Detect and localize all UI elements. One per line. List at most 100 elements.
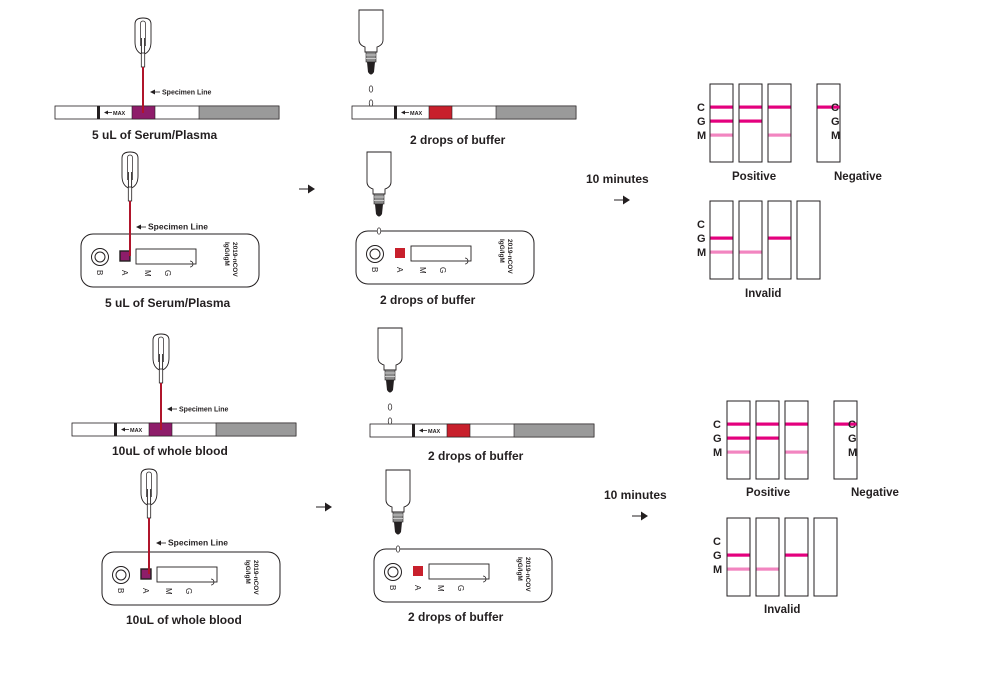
m-line: [768, 133, 791, 137]
dropper-bottle-icon: [366, 151, 392, 217]
g-line: [727, 436, 750, 440]
test-strip-sample: MAX: [71, 422, 297, 437]
buffer-drop: [387, 417, 393, 425]
brand-sub-label: IgG/IgM: [223, 242, 230, 266]
arrow-icon: [315, 502, 333, 512]
buffer-drop: [395, 545, 401, 553]
brand-sub-label: IgG/IgM: [516, 557, 523, 581]
specimen-line-label: Specimen Line: [148, 222, 208, 232]
max-line-marker: [97, 106, 100, 119]
negative-label: Negative: [851, 487, 899, 499]
positive-result-strip: [755, 400, 780, 480]
result-window: [135, 248, 197, 265]
strip-sample-caption: 10uL of whole blood: [112, 444, 228, 458]
result-strip-body: [813, 517, 838, 597]
c-line: [739, 105, 762, 109]
specimen-line-label: Specimen Line: [168, 538, 228, 548]
strip-sample-caption: 5 uL of Serum/Plasma: [92, 128, 218, 142]
sample-well-a: [140, 568, 152, 580]
mark-m-label: M: [418, 267, 427, 274]
positive-label: Positive: [746, 487, 791, 499]
test-strip-buffer: MAX: [351, 105, 577, 120]
g-line: [768, 236, 791, 240]
max-line-marker: [394, 106, 397, 119]
positive-label: Positive: [732, 171, 777, 183]
m-line: [739, 250, 762, 254]
positive-result-strip: [784, 400, 809, 480]
absorbent-pad: [215, 422, 297, 437]
sample-well-a: [413, 566, 423, 576]
c-line: [834, 422, 857, 426]
mark-m-label: M: [436, 585, 445, 592]
line-c-label: C: [713, 419, 721, 431]
result-strip-body: [726, 400, 751, 480]
positive-result-strip: [767, 83, 792, 163]
test-strip-sample: MAX: [54, 105, 280, 120]
g-line: [756, 436, 779, 440]
mark-m-label: M: [164, 588, 173, 595]
well-a-label: A: [413, 585, 422, 591]
result-strip-body: [796, 200, 821, 280]
specimen-arrow-icon: [150, 89, 155, 95]
max-label: MAX: [130, 428, 143, 434]
c-line: [710, 105, 733, 109]
m-line: [727, 567, 750, 571]
wait-time-label: 10 minutes: [604, 488, 667, 502]
g-line: [785, 553, 808, 557]
result-strip-body: [726, 517, 751, 597]
result-strip-body: [738, 83, 763, 163]
max-line-marker: [114, 423, 117, 436]
well-a-label: A: [120, 270, 129, 276]
max-label: MAX: [113, 111, 126, 117]
positive-result-strip: [726, 400, 751, 480]
mark-g-label: G: [438, 267, 447, 273]
well-b-label: B: [388, 585, 397, 590]
line-g-label: G: [848, 433, 857, 445]
pipette-icon: [134, 17, 152, 68]
strip-buffer-caption: 2 drops of buffer: [410, 133, 506, 147]
c-line: [756, 422, 779, 426]
m-line: [710, 250, 733, 254]
mark-m-label: M: [143, 270, 152, 277]
line-c-label: C: [831, 102, 839, 114]
result-strip-body: [755, 517, 780, 597]
pipette-icon: [152, 333, 170, 384]
dropper-bottle-icon: [358, 9, 384, 75]
buffer-pad: [446, 423, 471, 438]
line-m-label: M: [697, 130, 707, 142]
line-m-label: M: [697, 247, 707, 259]
result-strip-body: [709, 83, 734, 163]
well-b-label: B: [116, 588, 125, 593]
m-line: [756, 567, 779, 571]
cassette-sample-caption: 10uL of whole blood: [126, 613, 242, 627]
pipette-icon: [140, 468, 158, 519]
brand-label: 2019-nCOV: [231, 242, 238, 277]
g-line: [739, 119, 762, 123]
line-c-label: C: [848, 419, 856, 431]
invalid-label: Invalid: [745, 288, 782, 300]
specimen-line-label: Specimen Line: [162, 90, 212, 97]
result-strip-body: [767, 200, 792, 280]
line-c-label: C: [697, 219, 705, 231]
result-strip-body: [784, 517, 809, 597]
well-a-label: A: [141, 588, 150, 594]
mark-g-label: G: [456, 585, 465, 591]
c-line: [768, 105, 791, 109]
line-g-label: G: [713, 550, 722, 562]
g-line: [710, 236, 733, 240]
absorbent-pad: [513, 423, 595, 438]
line-m-label: M: [848, 447, 858, 459]
max-line-marker: [412, 424, 415, 437]
line-m-label: M: [713, 447, 723, 459]
m-line: [785, 450, 808, 454]
m-line: [727, 450, 750, 454]
line-m-label: M: [713, 564, 723, 576]
specimen-arrow-icon: [136, 224, 141, 230]
max-label: MAX: [428, 429, 441, 435]
